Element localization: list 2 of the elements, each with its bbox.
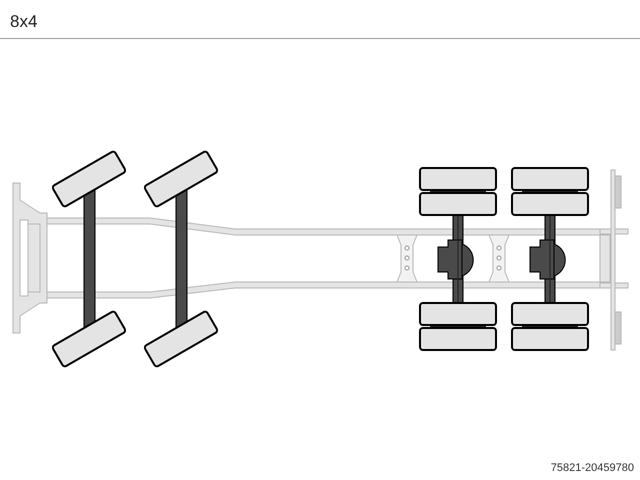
reference-number: 75821-20459780 bbox=[550, 462, 634, 474]
page-title: 8x4 bbox=[10, 12, 38, 32]
